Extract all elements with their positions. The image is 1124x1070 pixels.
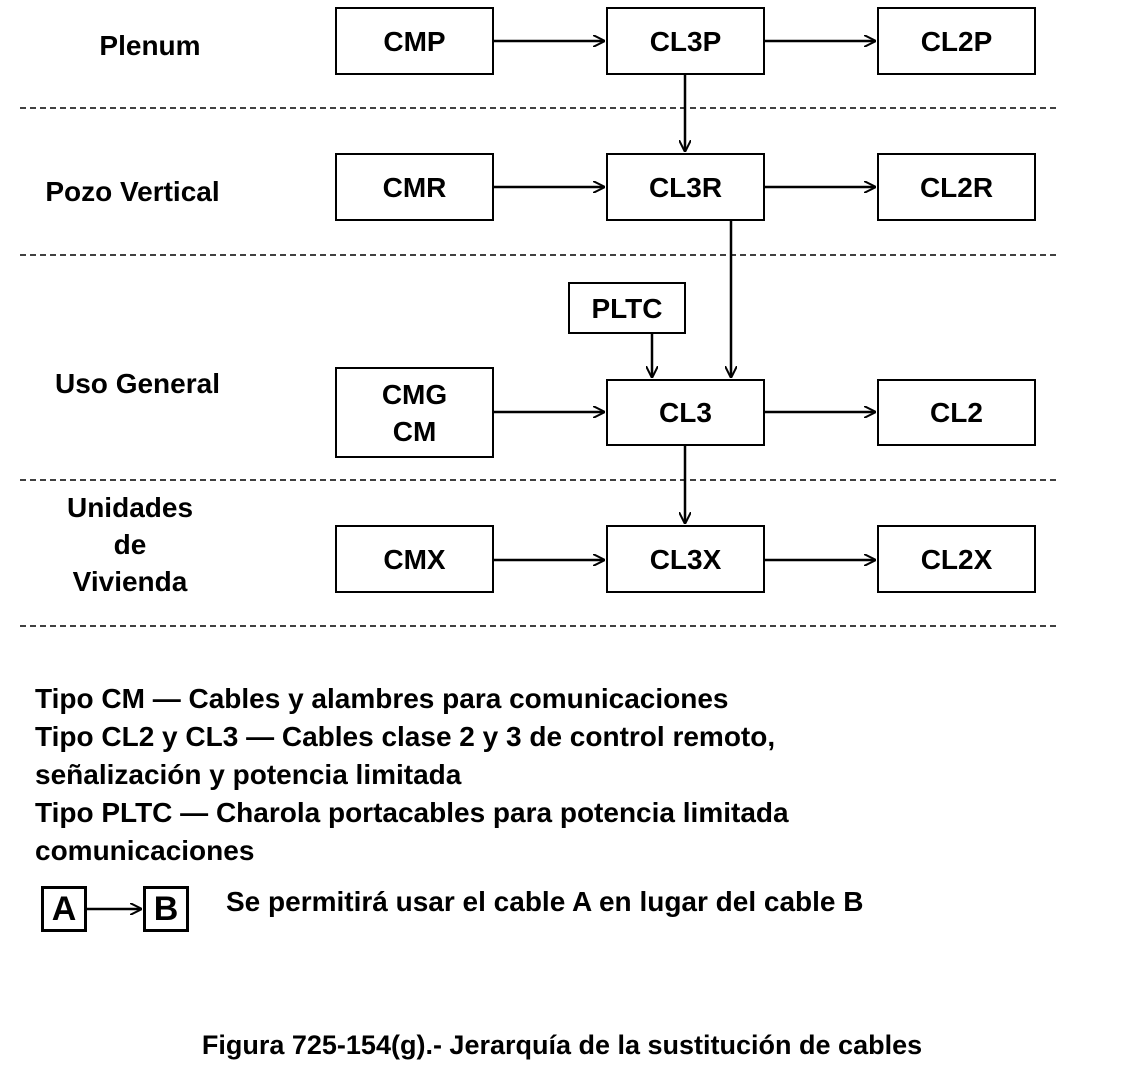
box-label: CMX [383, 543, 446, 575]
box-cl3r: CL3R [606, 153, 765, 221]
box-cmr: CMR [335, 153, 494, 221]
box-cl2r: CL2R [877, 153, 1036, 221]
row-label-unidades-de-vivienda: Unidades de Vivienda [40, 489, 220, 600]
box-label: CMP [383, 25, 446, 57]
box-cmp: CMP [335, 7, 494, 75]
box-label: PLTC [591, 292, 663, 324]
box-cl3: CL3 [606, 379, 765, 446]
box-label: CL3 [659, 397, 712, 428]
figure-caption: Figura 725-154(g).- Jerarquía de la sust… [201, 1030, 923, 1060]
box-label: CM [392, 415, 437, 447]
box-label: CMG [381, 378, 448, 410]
box-label: CL2 [930, 397, 983, 428]
box-label: CL3X [649, 543, 722, 575]
box-cmx: CMX [335, 525, 494, 593]
box-cl2: CL2 [877, 379, 1036, 446]
box-cl3p: CL3P [606, 7, 765, 75]
box-cl2x: CL2X [877, 525, 1036, 593]
legend-line: Tipo PLTC — Charola portacables para pot… [35, 797, 789, 828]
box-label: CL2P [920, 25, 993, 57]
box-cl2p: CL2P [877, 7, 1036, 75]
box-label: CL3P [649, 25, 722, 57]
row-label-pozo-vertical: Pozo Vertical [45, 176, 220, 207]
row-label-plenum: Plenum [99, 30, 201, 61]
box-label: CL2X [920, 543, 993, 575]
box-label: CL3R [648, 171, 723, 203]
box-cl3x: CL3X [606, 525, 765, 593]
box-label: CL2R [919, 171, 994, 203]
key-description: Se permitirá usar el cable A en lugar de… [226, 886, 864, 917]
key-box-a: A [41, 886, 87, 932]
key-label: A [51, 889, 77, 928]
legend-line: comunicaciones [35, 835, 255, 866]
legend-line: señalización y potencia limitada [35, 759, 462, 790]
legend-line: Tipo CM — Cables y alambres para comunic… [35, 683, 729, 714]
box-label: CMR [382, 171, 447, 203]
row-label-line: de [113, 529, 147, 560]
box-pltc: PLTC [568, 282, 686, 334]
key-box-b: B [143, 886, 189, 932]
box-cmg-cm: CMG CM [335, 367, 494, 458]
row-label-line: Unidades [66, 492, 194, 523]
key-label: B [153, 889, 179, 928]
legend-line: Tipo CL2 y CL3 — Cables clase 2 y 3 de c… [35, 721, 776, 752]
legend: Tipo CM — Cables y alambres para comunic… [35, 680, 789, 870]
row-label-uso-general: Uso General [55, 368, 220, 399]
row-label-line: Vivienda [72, 566, 188, 597]
